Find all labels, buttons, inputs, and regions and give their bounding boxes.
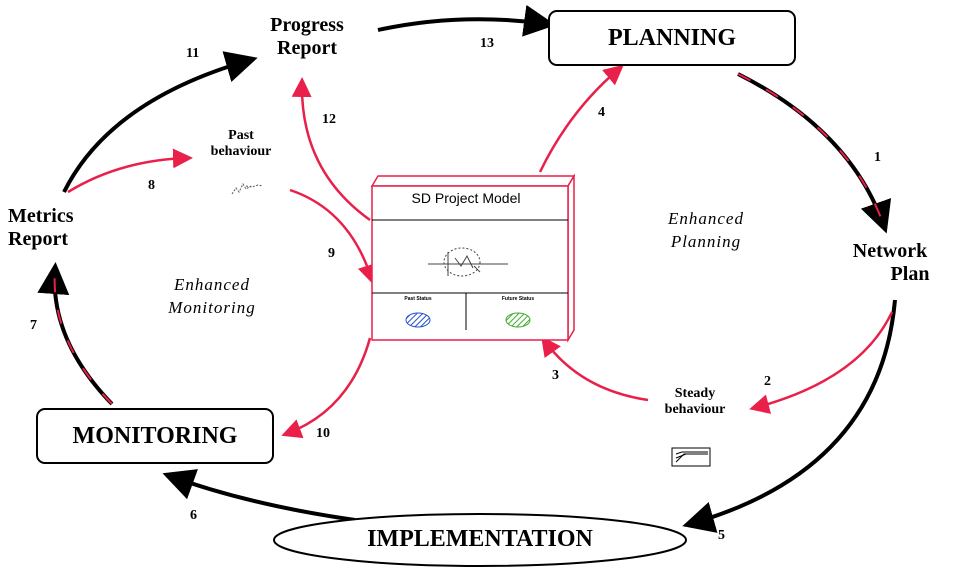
arrow-number-3: 3 [552, 368, 559, 383]
monitoring-node: MONITORING [36, 408, 274, 464]
arrow-number-5: 5 [718, 528, 725, 543]
past-status-label: Past Status [404, 296, 432, 302]
arrow-2 [749, 311, 894, 414]
arrow-number-10: 10 [316, 426, 330, 441]
arrow-number-7: 7 [30, 318, 37, 333]
arrow-1 [737, 72, 892, 234]
arrow-6 [162, 469, 356, 522]
arrow-number-2: 2 [764, 374, 771, 389]
past-status-drum-icon [405, 312, 431, 328]
sd-project-model [370, 173, 576, 343]
arrow-13 [377, 4, 556, 37]
arrow-number-13: 13 [480, 36, 494, 51]
future-status-drum-icon [505, 312, 531, 328]
arrow-number-4: 4 [598, 105, 605, 120]
arrow-4 [538, 64, 624, 173]
planning-node: PLANNING [548, 10, 796, 66]
progress-report-label: Progress Report [270, 14, 344, 59]
arrow-10 [281, 337, 372, 439]
enhanced-planning-label: Enhanced Planning [668, 209, 744, 251]
arrow-number-8: 8 [148, 178, 155, 193]
sd-project-model-title: SD Project Model [411, 190, 521, 206]
arrow-11 [62, 51, 258, 193]
future-status-label: Future Status [501, 296, 535, 302]
arrow-5 [682, 299, 897, 533]
past-behaviour-label: Past behaviour [210, 128, 272, 160]
arrow-number-9: 9 [328, 246, 335, 261]
implementation-node [273, 513, 687, 567]
arrow-number-12: 12 [322, 112, 336, 127]
monitoring-label: MONITORING [72, 422, 238, 449]
arrow-1-overlay [737, 73, 885, 227]
past-behaviour-sketch-icon [231, 182, 264, 195]
steady-behaviour-graph-icon [671, 447, 711, 467]
arrow-12 [291, 77, 371, 222]
implementation-label: IMPLEMENTATION [367, 526, 593, 552]
arrow-7-overlay [53, 269, 113, 405]
model-sketch-icon [428, 247, 508, 277]
planning-label: PLANNING [607, 24, 736, 51]
arrow-number-6: 6 [190, 508, 197, 523]
network-plan-label: Network Plan [852, 240, 930, 285]
steady-behaviour-label: Steady behaviour [664, 386, 726, 418]
arrow-7 [37, 262, 114, 406]
metrics-report-label: Metrics Report [8, 205, 74, 250]
arrow-3 [541, 335, 649, 402]
arrow-8 [67, 148, 193, 194]
arrow-number-1: 1 [874, 150, 881, 165]
enhanced-monitoring-label: Enhanced Monitoring [168, 275, 256, 317]
arrow-number-11: 11 [186, 46, 200, 61]
arrow-9 [289, 188, 378, 285]
